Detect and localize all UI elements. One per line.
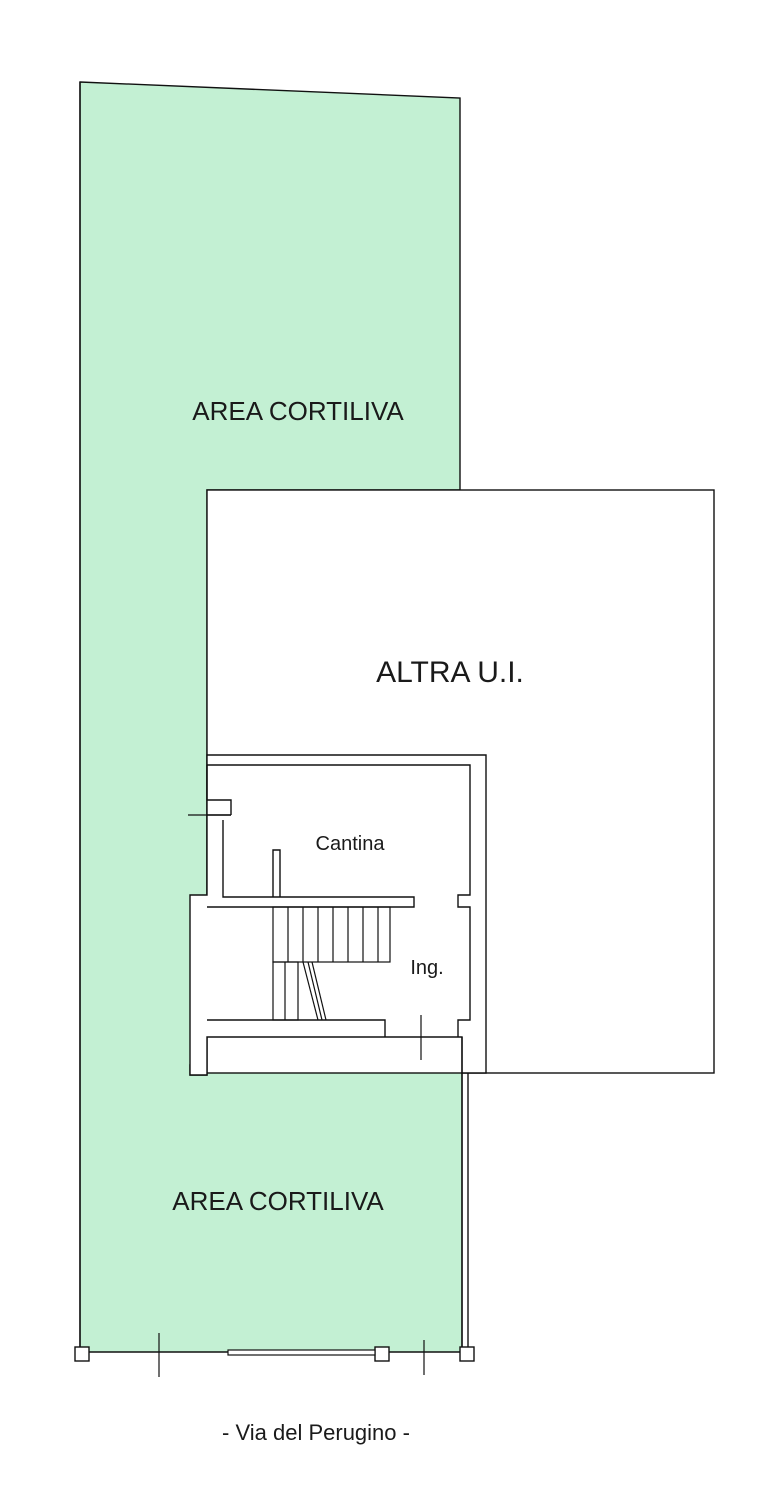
frontage — [74, 1346, 475, 1362]
cellar-building — [189, 754, 487, 1076]
tick-marks — [158, 814, 425, 1377]
entrance-label: Ing. — [410, 957, 443, 979]
cellar-label: Cantina — [316, 833, 386, 855]
staircase — [272, 906, 391, 1021]
other-unit-label: ALTRA U.I. — [376, 656, 524, 689]
courtyard-top-label: AREA CORTILIVA — [192, 396, 404, 426]
courtyard-bottom-label: AREA CORTILIVA — [172, 1186, 384, 1216]
street-label: - Via del Perugino - — [222, 1420, 410, 1445]
